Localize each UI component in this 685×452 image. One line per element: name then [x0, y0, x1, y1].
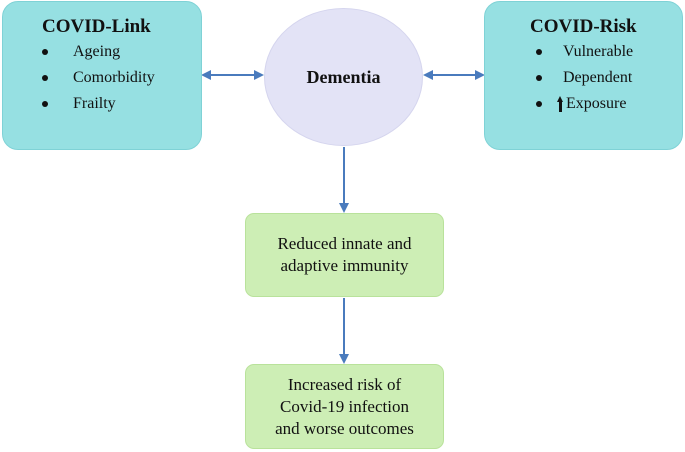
bullet-icon [42, 49, 48, 55]
bullet-icon [536, 101, 542, 107]
dementia-node: Dementia [264, 8, 423, 146]
outcome-box: Increased risk of Covid-19 infection and… [245, 364, 444, 449]
bullet-icon [42, 75, 48, 81]
list-item: Exposure [536, 91, 633, 117]
list-item: Ageing [42, 39, 155, 65]
covid-link-box: COVID-Link Ageing Comorbidity Frailty [2, 1, 202, 150]
list-item: Dependent [536, 65, 633, 91]
up-arrow-icon [557, 96, 564, 112]
covid-risk-box: COVID-Risk Vulnerable Dependent Exposure [484, 1, 683, 150]
covid-link-list: Ageing Comorbidity Frailty [42, 39, 155, 117]
list-item: Frailty [42, 91, 155, 117]
dementia-label: Dementia [306, 66, 381, 87]
list-item: Vulnerable [536, 39, 633, 65]
bullet-icon [42, 101, 48, 107]
bullet-icon [536, 49, 542, 55]
covid-risk-title: COVID-Risk [530, 16, 637, 37]
covid-link-title: COVID-Link [42, 16, 151, 37]
bullet-icon [536, 75, 542, 81]
immunity-text: Reduced innate and adaptive immunity [277, 234, 412, 275]
immunity-box: Reduced innate and adaptive immunity [245, 213, 444, 297]
outcome-text: Increased risk of Covid-19 infection and… [275, 374, 414, 438]
list-item: Comorbidity [42, 65, 155, 91]
covid-risk-list: Vulnerable Dependent Exposure [536, 39, 633, 117]
